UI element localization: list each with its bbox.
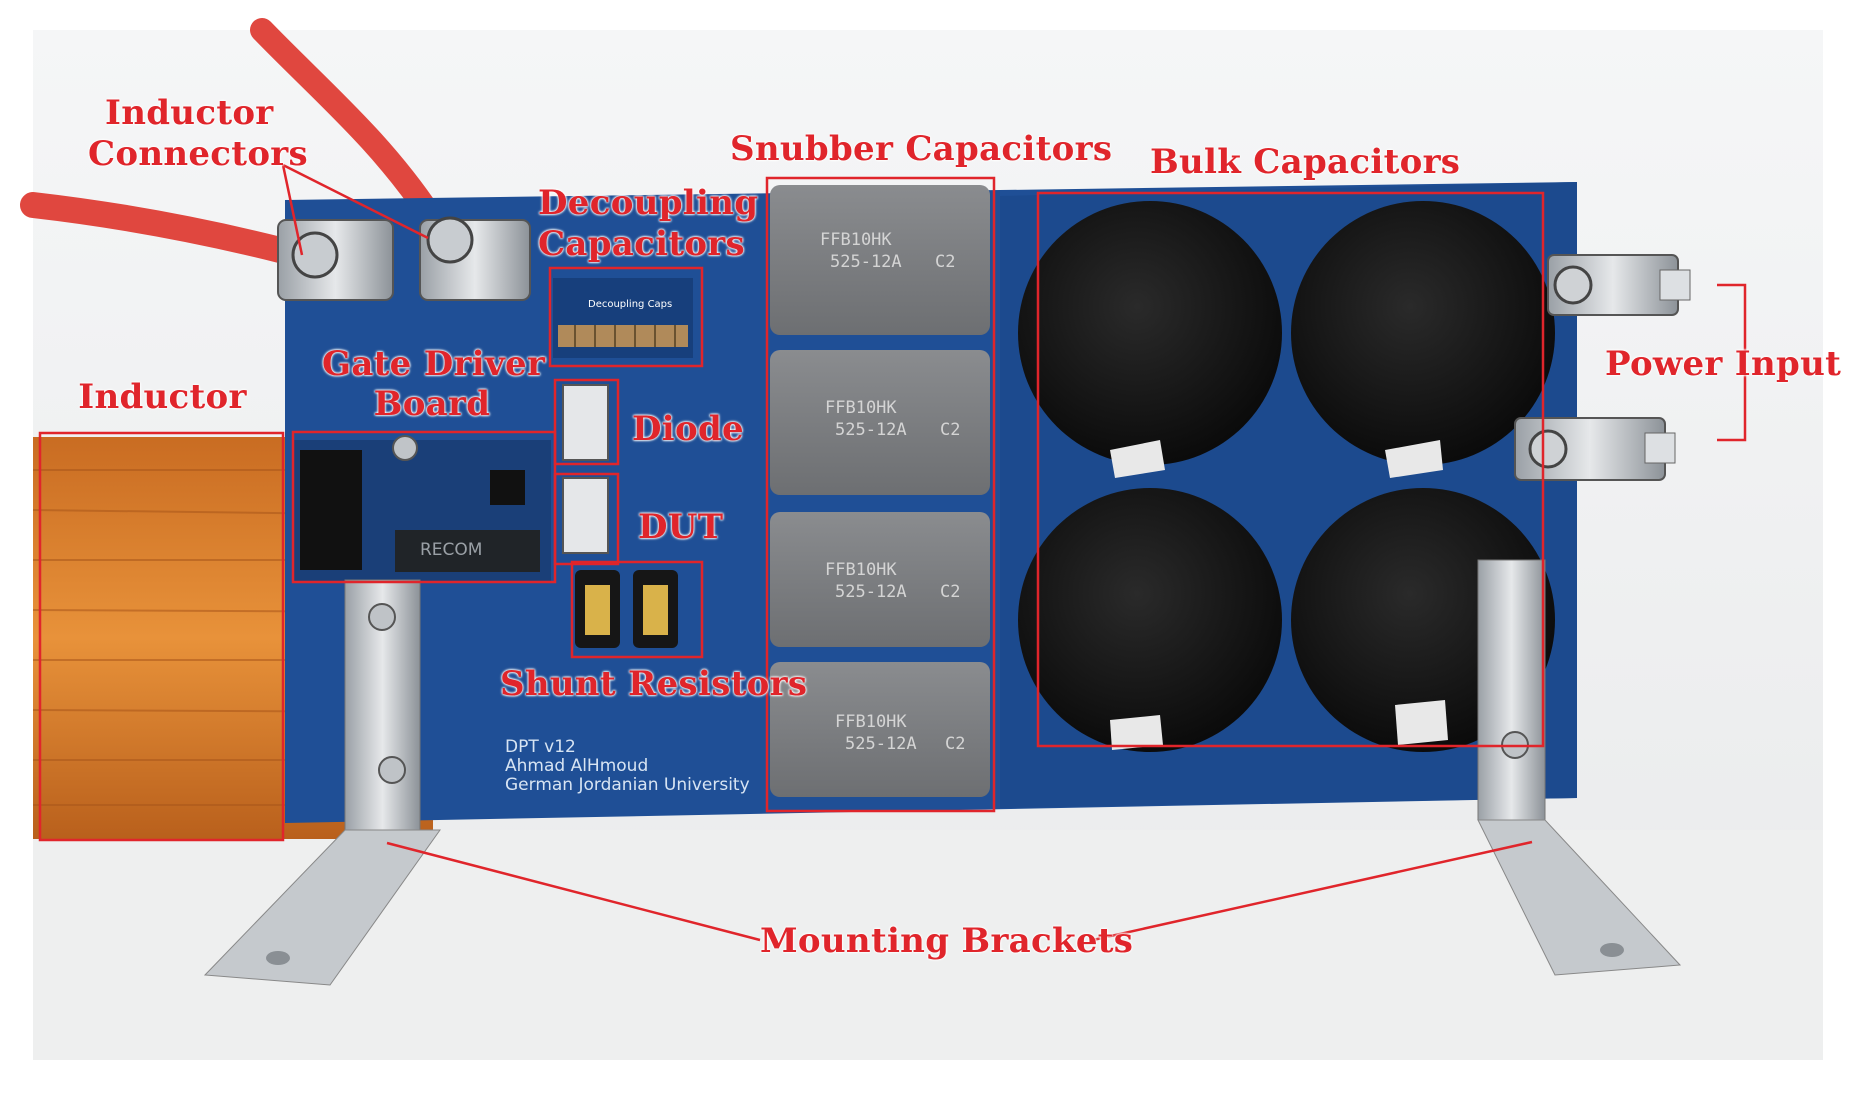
pcb-silkscreen-line2: Ahmad AlHmoud xyxy=(505,756,649,776)
label-shunt-resistors: Shunt Resistors xyxy=(500,664,808,704)
diode-and-dut-packages xyxy=(562,384,609,554)
snubber-marking-4c: C2 xyxy=(945,734,966,754)
label-inductor: Inductor xyxy=(78,377,247,417)
shunt-resistors xyxy=(575,570,678,648)
bulk-capacitor-cans xyxy=(1018,201,1555,752)
annotation-overlays xyxy=(38,163,1747,942)
inductor-cables xyxy=(20,18,442,263)
snubber-marking-3a: FFB10HK xyxy=(825,560,897,580)
label-mounting-brackets: Mounting Brackets xyxy=(760,921,1134,961)
decoupling-capacitor-module xyxy=(553,278,693,358)
label-bulk-capacitors: Bulk Capacitors xyxy=(1150,142,1461,182)
pcb-silkscreen-line3: German Jordanian University xyxy=(505,775,750,795)
label-inductor-connectors-1: Inductor xyxy=(105,93,274,133)
driver-brand: RECOM xyxy=(420,540,483,560)
label-gate-driver-1: Gate Driver xyxy=(322,344,546,384)
snubber-marking-2c: C2 xyxy=(940,420,961,440)
label-snubber-capacitors: Snubber Capacitors xyxy=(730,129,1113,169)
snubber-capacitor-bodies xyxy=(770,185,990,797)
label-inductor-connectors-2: Connectors xyxy=(88,134,308,174)
power-input-terminals xyxy=(1514,254,1691,481)
snubber-marking-1c: C2 xyxy=(935,252,956,272)
label-diode: Diode xyxy=(632,409,744,449)
snubber-marking-4a: FFB10HK xyxy=(835,712,907,732)
gate-driver-pcb xyxy=(293,435,551,583)
label-power-input: Power Input xyxy=(1605,344,1842,384)
label-gate-driver-2: Board xyxy=(373,384,491,424)
snubber-marking-3c: C2 xyxy=(940,582,961,602)
mounting-bracket-left xyxy=(203,579,441,986)
snubber-marking-2a: FFB10HK xyxy=(825,398,897,418)
decoupling-caption: Decoupling Caps xyxy=(588,299,673,310)
label-decoupling-1: Decoupling xyxy=(538,183,759,223)
snubber-marking-1a: FFB10HK xyxy=(820,230,892,250)
inductor-connector-terminals xyxy=(277,216,531,301)
snubber-marking-4b: 525-12A xyxy=(845,734,917,754)
snubber-marking-2b: 525-12A xyxy=(835,420,907,440)
snubber-marking-3b: 525-12A xyxy=(835,582,907,602)
snubber-marking-1b: 525-12A xyxy=(830,252,902,272)
label-decoupling-2: Capacitors xyxy=(538,224,745,264)
pcb-silkscreen-line1: DPT v12 xyxy=(505,737,576,757)
label-dut: DUT xyxy=(638,507,724,547)
